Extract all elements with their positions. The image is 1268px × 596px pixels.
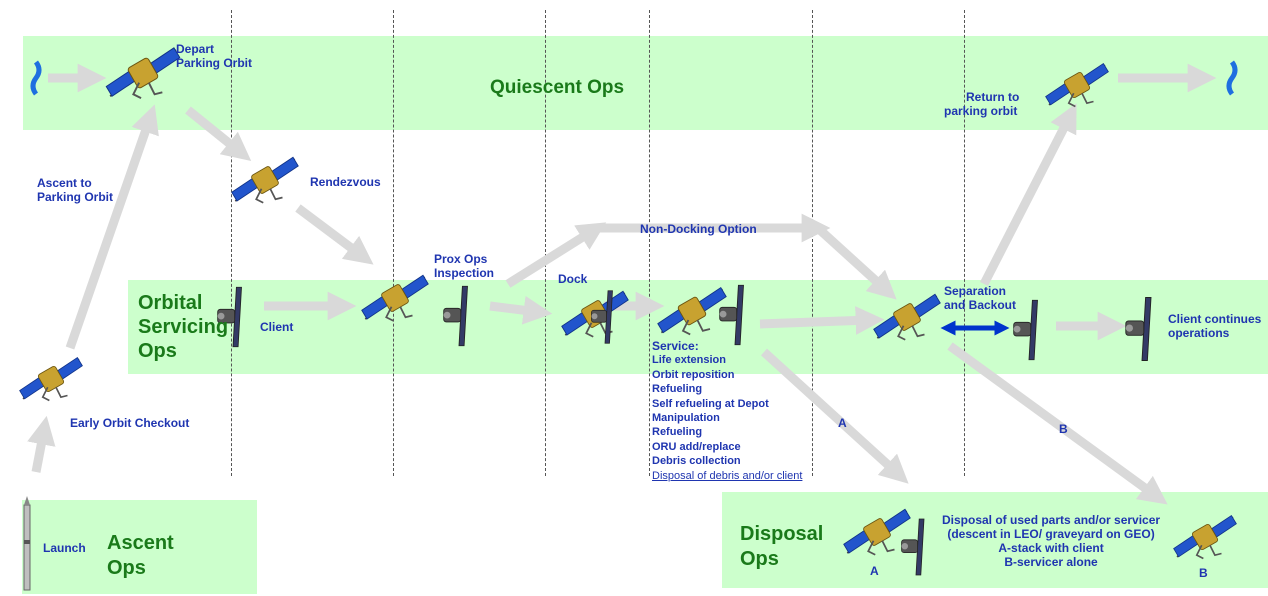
disposal-title-line: Ops [740,548,779,570]
ascent-to-label: Ascent to Parking Orbit [37,176,113,204]
phase-divider [964,10,965,476]
label-line: and Backout [944,298,1017,312]
flow-arrow [185,106,252,162]
servicer-satellite-icon [656,286,728,336]
phase-divider [812,10,813,476]
phase-divider [649,10,650,476]
label-line: Return to [966,90,1020,104]
flow-arrow [27,415,56,473]
label-line: Disposal of used parts and/or servicer [942,513,1161,527]
ascent-ops-title: Ascent Ops [107,531,174,581]
depart-label: Depart Parking Orbit [176,42,252,70]
path-b-label: B [1059,422,1068,436]
label-line: Inspection [434,266,495,280]
servicing-ops-title: Orbital Servicing Ops [138,291,228,363]
flow-arrow [759,306,885,335]
dock-label: Dock [558,272,588,286]
service-item: Refueling [652,383,703,396]
label-line: parking orbit [944,104,1018,118]
orbit-marker-icon [1226,60,1238,96]
launch-label: Launch [43,541,86,555]
servicing-title-line: Orbital [138,292,203,314]
prox-ops-label: Prox Ops Inspection [434,252,494,280]
flow-arrow [947,342,1168,505]
client-satellite-icon [591,290,613,344]
early-orbit-label: Early Orbit Checkout [70,416,190,430]
servicer-satellite-icon [360,274,430,322]
service-item: Life extension [652,354,726,367]
disposal-ops-title: Disposal Ops [740,522,823,572]
phase-divider [393,10,394,476]
label-line: Depart [176,42,215,56]
client-satellite-icon [901,518,925,576]
servicing-title-line: Ops [138,340,177,362]
orbit-marker-icon [30,60,42,96]
client-label: Client [260,320,294,334]
service-item: Self refueling at Depot [652,397,769,410]
flow-arrow [979,103,1077,287]
client-satellite-icon [443,285,468,347]
label-line: A-stack with client [998,541,1104,555]
client-continues-label: Client continues operations [1168,312,1261,340]
launch-rocket-icon [23,496,31,591]
service-item: Refueling [652,426,703,439]
label-line: Parking Orbit [37,190,114,204]
servicer-satellite-icon [230,156,300,204]
return-label: Return to parking orbit [944,90,1019,118]
rendezvous-label: Rendezvous [310,175,381,189]
flow-arrow [816,226,897,300]
service-item: Orbit reposition [652,368,735,381]
quiescent-ops-title: Quiescent Ops [490,77,625,98]
separation-label: Separation and Backout [944,284,1016,312]
label-line: Parking Orbit [176,56,253,70]
disposal-band [722,492,1268,588]
servicer-satellite-icon [1172,514,1238,560]
flow-arrow [505,222,607,288]
flow-arrow [65,104,159,350]
non-docking-label: Non-Docking Option [640,222,757,236]
sat-a-label: A [870,564,879,578]
disposal-description: Disposal of used parts and/or servicer (… [942,513,1160,569]
servicing-title-line: Servicing [138,316,229,338]
label-line: Prox Ops [434,252,488,266]
phase-divider [545,10,546,476]
label-line: Ascent to [37,176,92,190]
flow-arrow [295,204,374,265]
servicer-satellite-icon [1044,62,1110,108]
label-line: B-servicer alone [1004,555,1098,569]
label-line: Separation [944,284,1007,298]
disposal-title-line: Disposal [740,523,824,545]
label-line: Client continues [1168,312,1262,326]
servicer-satellite-icon [18,356,84,402]
label-line: operations [1168,326,1230,340]
flow-arrow [760,348,909,484]
ascent-band [22,500,257,594]
service-item: ORU add/replace [652,440,741,453]
label-line: (descent in LEO/ graveyard on GEO) [947,527,1155,541]
service-list: Service: Life extension Orbit reposition… [652,339,802,483]
path-a-label: A [838,416,847,430]
servicer-satellite-icon [842,508,912,556]
client-satellite-icon [1013,299,1038,361]
ascent-title-line: Ops [107,557,146,579]
ascent-title-line: Ascent [107,532,174,554]
phase-divider [231,10,232,476]
client-satellite-icon [1125,297,1152,361]
service-item-disposal: Disposal of debris and/or client [652,469,803,482]
servicer-satellite-icon [105,46,181,100]
sat-b-label: B [1199,566,1208,580]
service-title: Service: [652,339,699,353]
service-item: Manipulation [652,412,720,425]
service-item: Debris collection [652,455,741,468]
flow-arrow [489,295,553,325]
servicer-satellite-icon [872,293,942,341]
